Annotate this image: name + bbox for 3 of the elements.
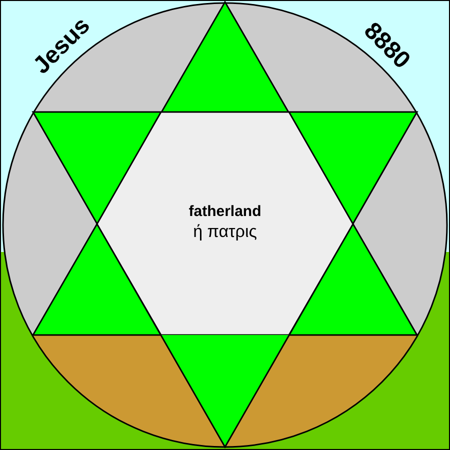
title-text: fatherland (188, 202, 262, 222)
hexagon-shape (97, 112, 353, 335)
subtitle-text: ή πατρις (193, 222, 257, 242)
